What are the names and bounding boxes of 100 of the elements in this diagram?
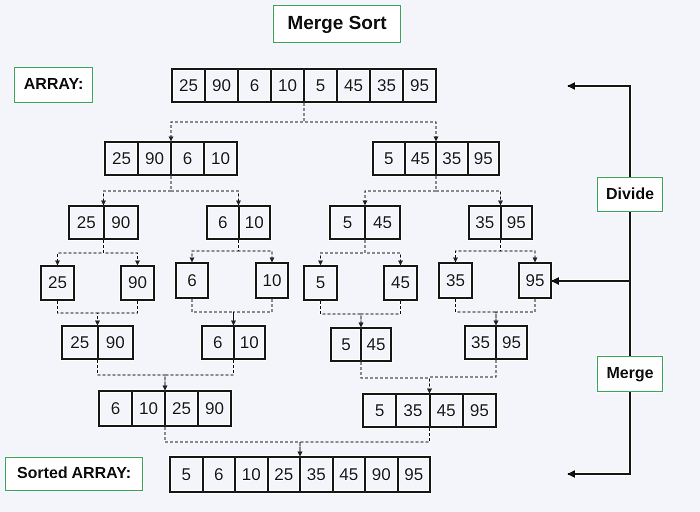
array-box: [468, 205, 533, 240]
array-value: 35: [435, 143, 466, 174]
array-value: 45: [336, 70, 369, 101]
arrow: [494, 298, 536, 326]
array-box: [438, 262, 473, 299]
arrow: [567, 392, 631, 478]
array-box: [98, 390, 232, 427]
array-box: [255, 262, 289, 299]
array-value: 45: [428, 395, 462, 426]
array-value: 95: [396, 458, 429, 491]
array-value: 6: [110, 398, 122, 420]
arrow: [567, 82, 631, 177]
label-box: Divide: [597, 177, 663, 212]
array-box: [104, 141, 238, 176]
arrow: [500, 240, 538, 262]
array-box: [120, 265, 155, 301]
array-box: [206, 205, 271, 240]
array-value: 25: [47, 272, 68, 294]
array-value: 95: [524, 270, 546, 292]
array-value: 5: [383, 148, 394, 170]
array-value: 6: [202, 458, 234, 491]
arrow: [427, 360, 496, 394]
arrow: [170, 176, 241, 206]
array-value: 5: [342, 212, 354, 234]
array-box: [383, 265, 418, 301]
array-value: 45: [364, 207, 399, 238]
array-value: 35: [445, 270, 466, 292]
array-box: [518, 262, 552, 299]
array-box: [68, 205, 139, 240]
array-value: 5: [180, 464, 192, 486]
array-box: [303, 265, 338, 301]
array-value: 10: [270, 70, 303, 101]
array-box: [61, 325, 134, 360]
arrow: [162, 360, 234, 390]
array-value: 90: [364, 458, 396, 491]
array-value: 35: [299, 458, 332, 491]
array-box: [169, 456, 431, 493]
label-box: Sorted ARRAY:: [5, 457, 143, 491]
array-value: 45: [332, 458, 364, 491]
array-box: [372, 141, 500, 176]
array-value: 90: [137, 143, 170, 174]
array-value: 6: [170, 143, 203, 174]
title-box: Merge Sort: [273, 5, 401, 43]
array-value: 45: [390, 272, 411, 294]
array-box: [40, 265, 75, 301]
array-value: 25: [76, 212, 97, 234]
array-value: 95: [462, 395, 495, 426]
array-value: 95: [500, 207, 531, 238]
array-value: 25: [164, 392, 197, 425]
array-value: 90: [197, 392, 230, 425]
array-value: 35: [395, 395, 428, 426]
arrow: [103, 240, 140, 266]
array-box: [362, 393, 497, 428]
array-box: [464, 325, 528, 360]
array-value: 90: [204, 70, 237, 101]
array-value: 25: [178, 74, 199, 97]
array-value: 6: [212, 332, 224, 354]
arrow: [231, 298, 272, 326]
arrow: [298, 428, 430, 456]
array-box: [171, 68, 437, 103]
array-value: 10: [203, 143, 236, 174]
array-value: 10: [131, 392, 164, 425]
array-value: 6: [186, 270, 198, 292]
array-box: [201, 325, 266, 360]
array-value: 6: [217, 212, 228, 234]
array-value: 45: [360, 329, 390, 360]
array-value: 35: [474, 212, 496, 234]
array-value: 35: [369, 70, 402, 101]
array-value: 25: [266, 458, 299, 491]
arrow: [358, 300, 401, 328]
array-value: 5: [340, 334, 352, 356]
array-value: 35: [470, 332, 491, 354]
array-value: 90: [102, 207, 137, 238]
array-value: 5: [303, 70, 336, 101]
array-value: 10: [262, 270, 282, 292]
label-box: ARRAY:: [14, 67, 93, 103]
array-box: [175, 262, 209, 299]
arrow: [238, 240, 274, 262]
array-value: 90: [127, 272, 148, 294]
array-value: 10: [238, 207, 269, 238]
arrow: [95, 300, 138, 326]
arrow: [304, 102, 438, 142]
array-value: 25: [69, 332, 90, 354]
array-value: 95: [402, 70, 435, 101]
label-box: Merge: [597, 356, 663, 392]
array-value: 95: [466, 143, 498, 174]
array-box: [329, 205, 401, 240]
array-box: [330, 327, 392, 362]
arrow: [551, 277, 631, 356]
array-value: 10: [234, 458, 266, 491]
array-value: 95: [495, 327, 526, 358]
arrow: [436, 176, 503, 206]
array-value: 25: [111, 148, 132, 170]
array-value: 6: [237, 70, 270, 101]
array-value: 90: [96, 327, 132, 358]
array-value: 10: [232, 327, 264, 358]
arrow: [364, 240, 403, 266]
array-value: 45: [404, 143, 435, 174]
array-value: 5: [374, 400, 386, 422]
array-value: 5: [314, 272, 326, 294]
